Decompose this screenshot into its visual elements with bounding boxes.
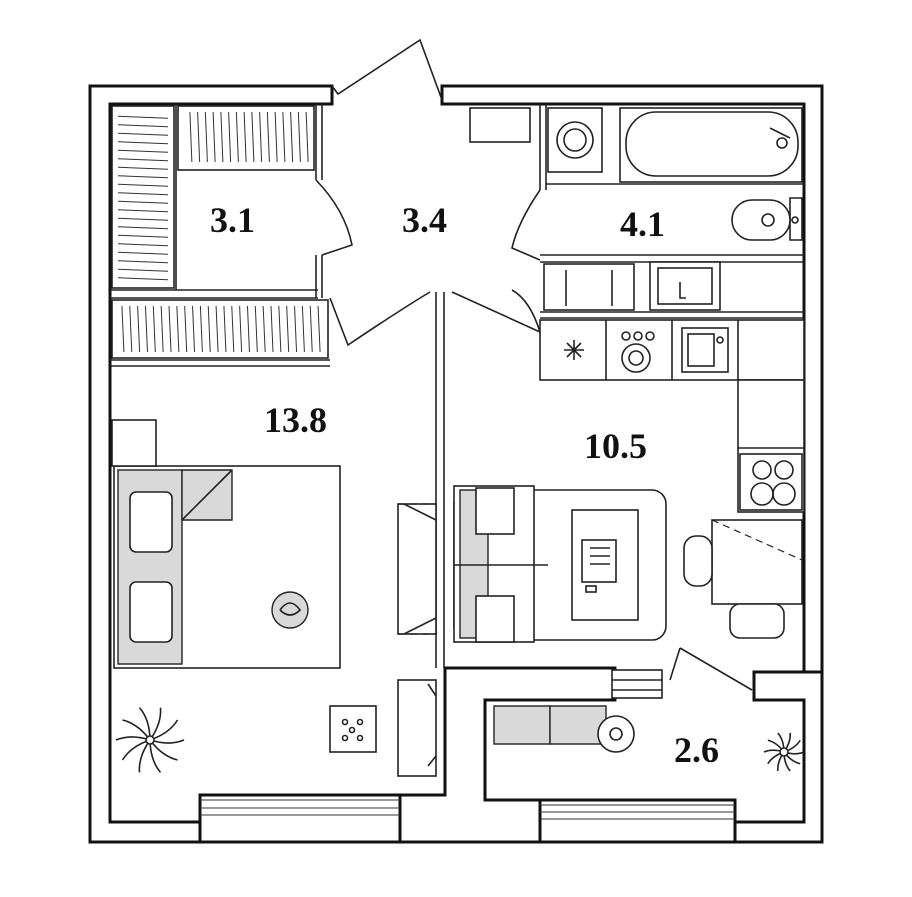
dining-table	[683, 519, 803, 639]
plant-icon	[763, 732, 805, 772]
plant-icon	[115, 707, 185, 773]
laptop-icon	[581, 539, 617, 593]
room-area-wardrobe: 3.1	[210, 200, 255, 240]
sofa	[453, 485, 667, 643]
doors	[315, 38, 753, 691]
tv-unit	[397, 503, 437, 635]
hall-cabinet	[469, 107, 635, 311]
room-area-kitchen-living: 10.5	[584, 426, 647, 466]
stove-icon	[739, 453, 803, 511]
bathtub	[619, 107, 803, 183]
bedside-table	[111, 419, 157, 467]
fridge-icon	[564, 340, 584, 360]
balcony-sofa	[493, 705, 607, 745]
wardrobe-shelving	[111, 105, 329, 359]
nightstand-dice	[329, 705, 377, 753]
room-area-bedroom: 13.8	[264, 400, 327, 440]
windows	[200, 799, 735, 820]
area-labels: 3.1 3.4 4.1 13.8 10.5 2.6	[210, 200, 719, 770]
outer-walls	[88, 84, 824, 844]
bathroom-sink	[649, 261, 721, 311]
toilet	[731, 197, 803, 241]
room-area-balcony: 2.6	[674, 730, 719, 770]
kitchen-sink-icon	[681, 327, 729, 373]
hanger-rails	[117, 111, 321, 353]
bed	[113, 465, 341, 669]
washing-machine	[547, 107, 603, 173]
coffee-machine-icon	[621, 331, 655, 373]
steps	[611, 669, 663, 699]
room-area-hall: 3.4	[402, 200, 447, 240]
balcony-table	[597, 715, 635, 753]
wall-closet	[397, 679, 437, 777]
room-area-bathroom: 4.1	[620, 204, 665, 244]
